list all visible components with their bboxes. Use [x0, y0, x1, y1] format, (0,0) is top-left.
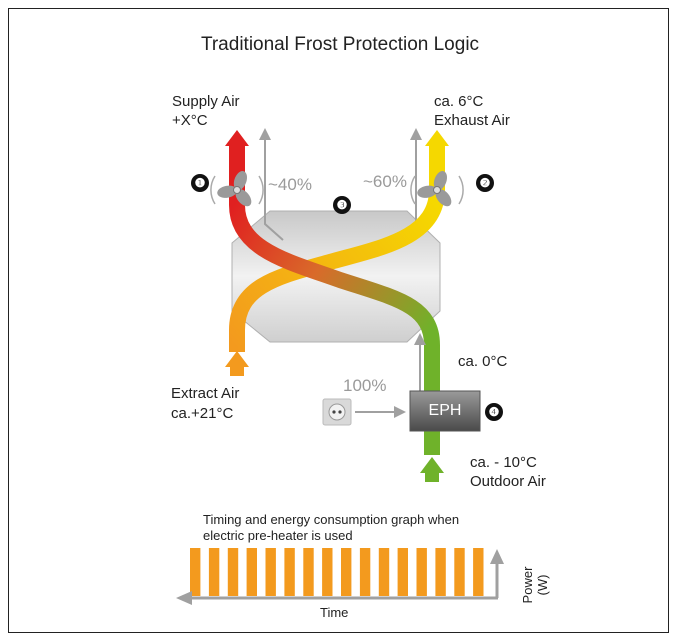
fan-icon — [210, 170, 264, 207]
badge-1: ❶ — [191, 174, 209, 192]
time-axis-label: Time — [320, 605, 349, 620]
power-socket-icon — [322, 398, 352, 426]
extract-exhaust-stream — [229, 158, 445, 352]
power-axis-label: Power (W) — [520, 550, 550, 620]
power-pulse — [416, 548, 427, 596]
power-pulse — [473, 548, 484, 596]
power-pulse — [341, 548, 352, 596]
bypass-40-label: ~40% — [268, 175, 312, 194]
power-pulse — [454, 548, 465, 596]
power-pulse — [190, 548, 201, 596]
supply-outdoor-stream — [229, 158, 440, 455]
badge-2: ❷ — [476, 174, 494, 192]
graph-caption-line2: electric pre-heater is used — [203, 528, 353, 543]
extract-arrowhead — [225, 351, 249, 367]
power-pulse — [303, 548, 314, 596]
supply-air-label: Supply Air — [172, 93, 240, 110]
power-axis-label-line2: (W) — [535, 574, 550, 596]
exhaust-arrowhead — [425, 130, 449, 146]
energy-graph — [176, 548, 504, 605]
power-pulse — [227, 548, 239, 596]
graph-caption: Timing and energy consumption graph when… — [203, 512, 459, 544]
eph-label: EPH — [428, 402, 462, 419]
bypass-arrow-left — [264, 138, 284, 241]
supply-arrowhead — [225, 130, 249, 146]
outdoor-air-label: Outdoor Air — [470, 473, 546, 490]
fan-icon — [410, 170, 464, 207]
exhaust-air-label: Exhaust Air — [434, 112, 510, 129]
eph-100-label: 100% — [343, 376, 387, 395]
pulse-group — [190, 548, 484, 596]
power-pulse — [435, 548, 446, 596]
power-pulse — [284, 548, 295, 596]
supply-temp-label: +X°C — [172, 112, 208, 129]
extract-air-label: Extract Air — [171, 385, 240, 402]
power-pulse — [322, 548, 333, 596]
badge-4: ❹ — [485, 403, 503, 421]
power-pulse — [208, 548, 220, 596]
graph-caption-line1: Timing and energy consumption graph when — [203, 512, 460, 527]
outdoor-temp-label: ca. - 10°C — [470, 454, 537, 471]
outdoor-arrowhead — [420, 457, 444, 473]
extract-temp-label: ca.+21°C — [171, 405, 234, 422]
power-pulse — [359, 548, 371, 596]
mid-temp-label: ca. 0°C — [458, 353, 508, 370]
power-axis-label-line1: Power — [520, 566, 535, 604]
badge-3: ❸ — [333, 196, 351, 214]
power-pulse — [397, 548, 408, 596]
eph-box — [409, 390, 481, 432]
diagram-title: Traditional Frost Protection Logic — [200, 34, 480, 55]
power-pulse — [378, 548, 390, 596]
power-pulse — [246, 548, 257, 596]
power-pulse — [265, 548, 276, 596]
bypass-60-label: ~60% — [363, 172, 407, 191]
exhaust-temp-label: ca. 6°C — [434, 93, 484, 110]
